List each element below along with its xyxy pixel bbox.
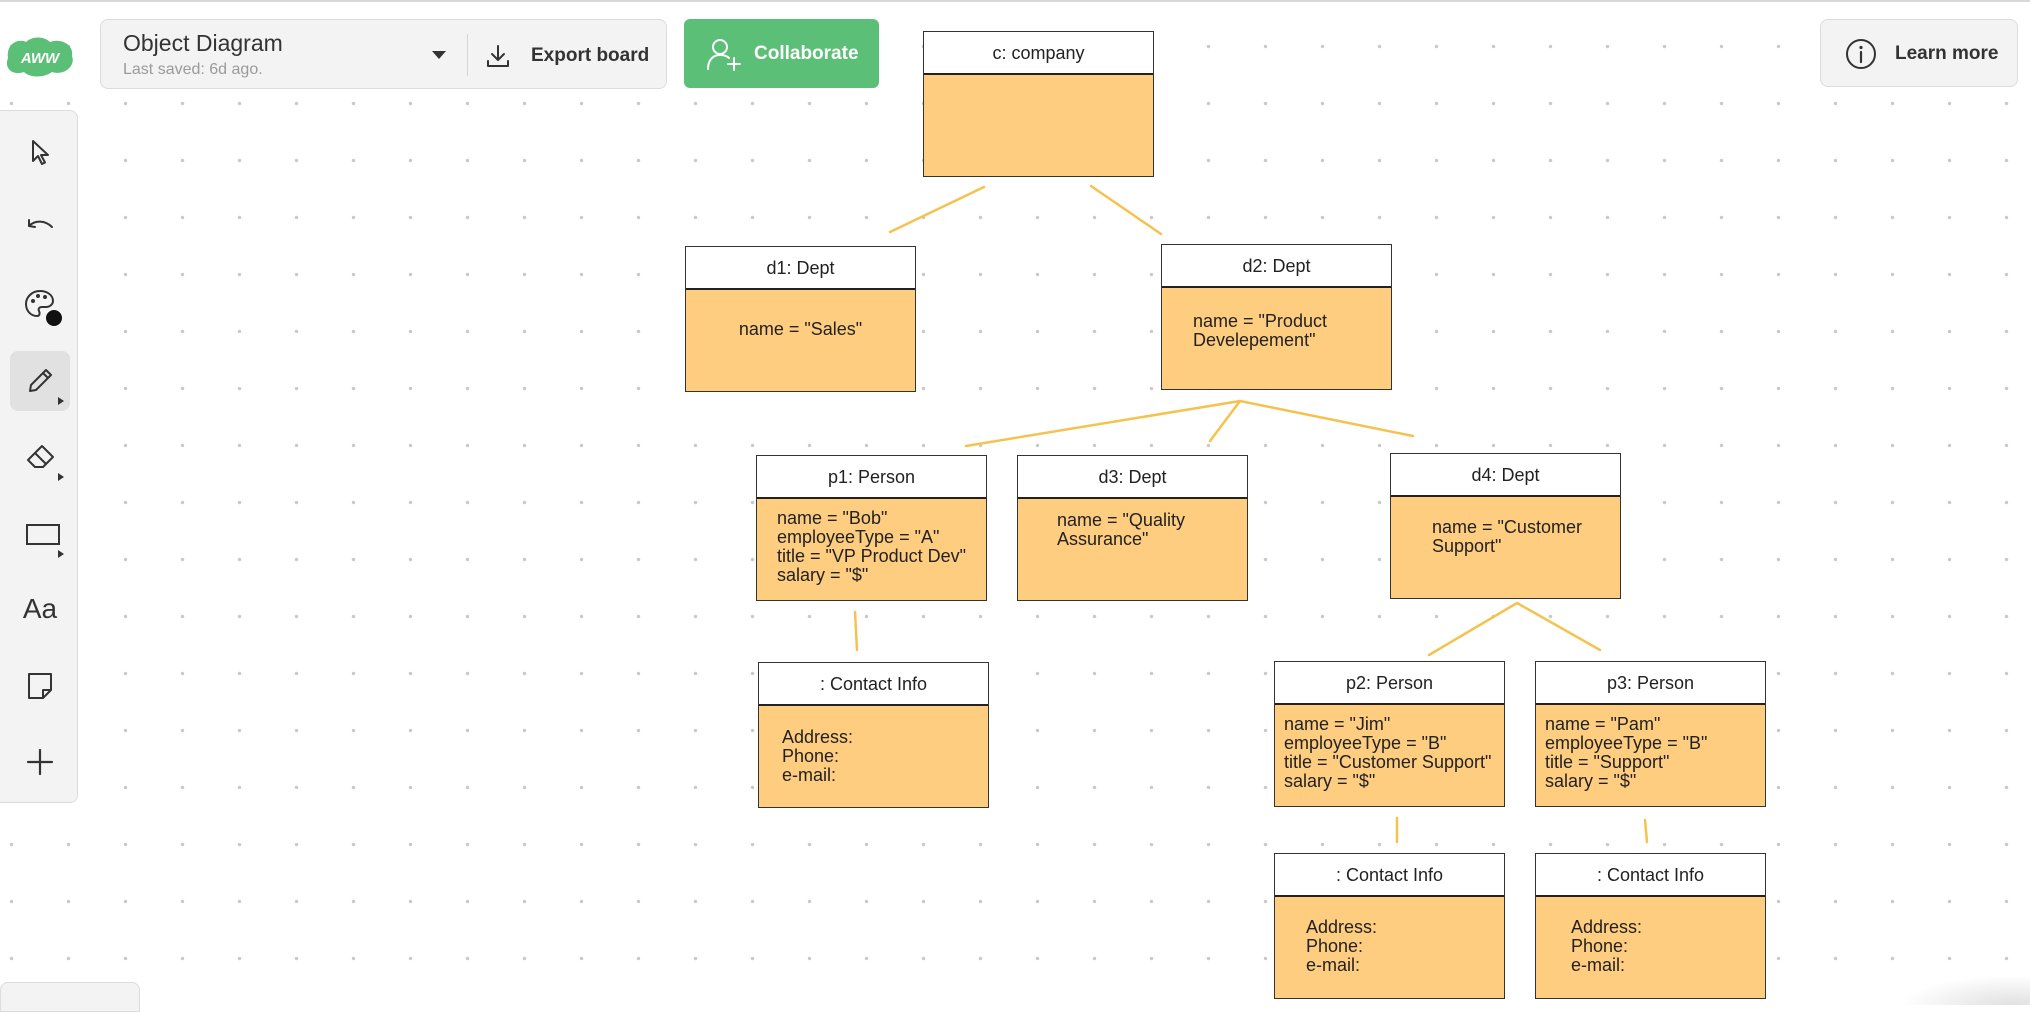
object-title: p2: Person [1275, 662, 1504, 705]
board-menu-dropdown[interactable] [421, 40, 457, 70]
export-board-label: Export board [531, 45, 650, 66]
submenu-indicator [58, 397, 64, 405]
object-attributes: Address: Phone: e-mail: [1571, 917, 1643, 975]
top-border [0, 0, 2030, 2]
select-tool[interactable] [10, 122, 70, 182]
object-box-contact-info-2[interactable]: : Contact Info Address: Phone: e-mail: [1274, 853, 1505, 999]
info-icon [1846, 39, 1876, 69]
object-attributes: name = "Customer Support" [1432, 517, 1582, 556]
object-box-contact-info-3[interactable]: : Contact Info Address: Phone: e-mail: [1535, 853, 1766, 999]
chevron-down-icon [432, 51, 446, 59]
object-title: d2: Dept [1162, 245, 1391, 288]
link-company-d1 [888, 185, 986, 234]
rectangle-tool[interactable] [10, 504, 70, 564]
object-title: : Contact Info [1536, 854, 1765, 897]
object-attributes: name = "Quality Assurance" [1057, 510, 1185, 549]
object-title: d1: Dept [686, 247, 915, 290]
submenu-indicator [58, 473, 64, 481]
export-board-button[interactable]: Export board [479, 30, 659, 80]
object-attributes: Address: Phone: e-mail: [782, 727, 854, 785]
object-box-p3[interactable]: p3: Person name = "Pam" employeeType = "… [1535, 661, 1766, 807]
object-box-d2[interactable]: d2: Dept name = "Product Develepement" [1161, 244, 1392, 390]
learn-more-button[interactable]: Learn more [1820, 19, 2018, 87]
object-title: d4: Dept [1391, 454, 1620, 497]
link-d2-p1 [964, 399, 1242, 448]
object-attributes: name = "Product Develepement" [1193, 311, 1327, 350]
text-tool[interactable]: Aa [10, 580, 70, 640]
add-tool[interactable] [10, 732, 70, 792]
corner-shadow [1900, 975, 2030, 1005]
add-user-icon [707, 39, 741, 71]
object-title: c: company [924, 32, 1153, 75]
learn-more-label: Learn more [1895, 43, 1999, 64]
object-attributes [924, 75, 1153, 85]
object-box-p1[interactable]: p1: Person name = "Bob" employeeType = "… [756, 455, 987, 601]
undo-icon [28, 219, 53, 228]
pencil-icon [29, 369, 52, 392]
object-attributes: name = "Jim" employeeType = "B" title = … [1284, 714, 1492, 791]
sticky-note-tool[interactable] [10, 656, 70, 716]
board-title[interactable]: Object Diagram [123, 30, 283, 56]
collaborate-label: Collaborate [754, 43, 859, 64]
object-attributes: name = "Bob" employeeType = "A" title = … [777, 508, 967, 585]
link-p3-contact [1643, 818, 1649, 844]
object-title: p1: Person [757, 456, 986, 499]
svg-text:AWW: AWW [20, 50, 61, 67]
sticky-note-icon [28, 673, 52, 699]
eraser-icon [27, 445, 54, 468]
download-icon [487, 45, 509, 67]
palette-icon [25, 289, 62, 326]
object-box-d3[interactable]: d3: Dept name = "Quality Assurance" [1017, 455, 1248, 601]
object-box-p2[interactable]: p2: Person name = "Jim" employeeType = "… [1274, 661, 1505, 807]
link-d4-p2 [1427, 601, 1519, 657]
object-box-company[interactable]: c: company [923, 31, 1154, 177]
plus-icon [26, 748, 54, 776]
last-saved-status: Last saved: 6d ago. [123, 61, 263, 78]
divider [467, 34, 468, 76]
eraser-tool[interactable] [10, 427, 70, 487]
object-box-contact-info-1[interactable]: : Contact Info Address: Phone: e-mail: [758, 662, 989, 808]
object-box-d1[interactable]: d1: Dept name = "Sales" [685, 246, 916, 392]
object-title: : Contact Info [759, 663, 988, 706]
pen-tool[interactable] [10, 351, 70, 411]
object-attributes: name = "Sales" [738, 319, 863, 339]
link-d4-p3 [1515, 601, 1602, 652]
link-p1-contact [853, 610, 859, 652]
object-attributes: Address: Phone: e-mail: [1306, 917, 1378, 975]
cursor-arrow-icon [32, 140, 49, 165]
text-tool-label: Aa [22, 593, 58, 624]
aww-logo[interactable]: AWW [4, 34, 76, 78]
object-title: p3: Person [1536, 662, 1765, 705]
rectangle-icon [26, 524, 60, 545]
link-company-d2 [1089, 184, 1163, 236]
object-title: : Contact Info [1275, 854, 1504, 897]
object-box-d4[interactable]: d4: Dept name = "Customer Support" [1390, 453, 1621, 599]
collaborate-button[interactable]: Collaborate [684, 19, 879, 88]
link-d2-d4 [1238, 399, 1415, 438]
link-d2-d3 [1208, 399, 1242, 443]
object-title: d3: Dept [1018, 456, 1247, 499]
object-attributes: name = "Pam" employeeType = "B" title = … [1545, 714, 1708, 791]
undo-button[interactable] [10, 198, 70, 258]
board-title-panel: Object Diagram Last saved: 6d ago. Expor… [100, 19, 667, 89]
tool-panel: Aa [0, 110, 78, 803]
color-palette-tool[interactable] [10, 274, 70, 334]
submenu-indicator [58, 550, 64, 558]
